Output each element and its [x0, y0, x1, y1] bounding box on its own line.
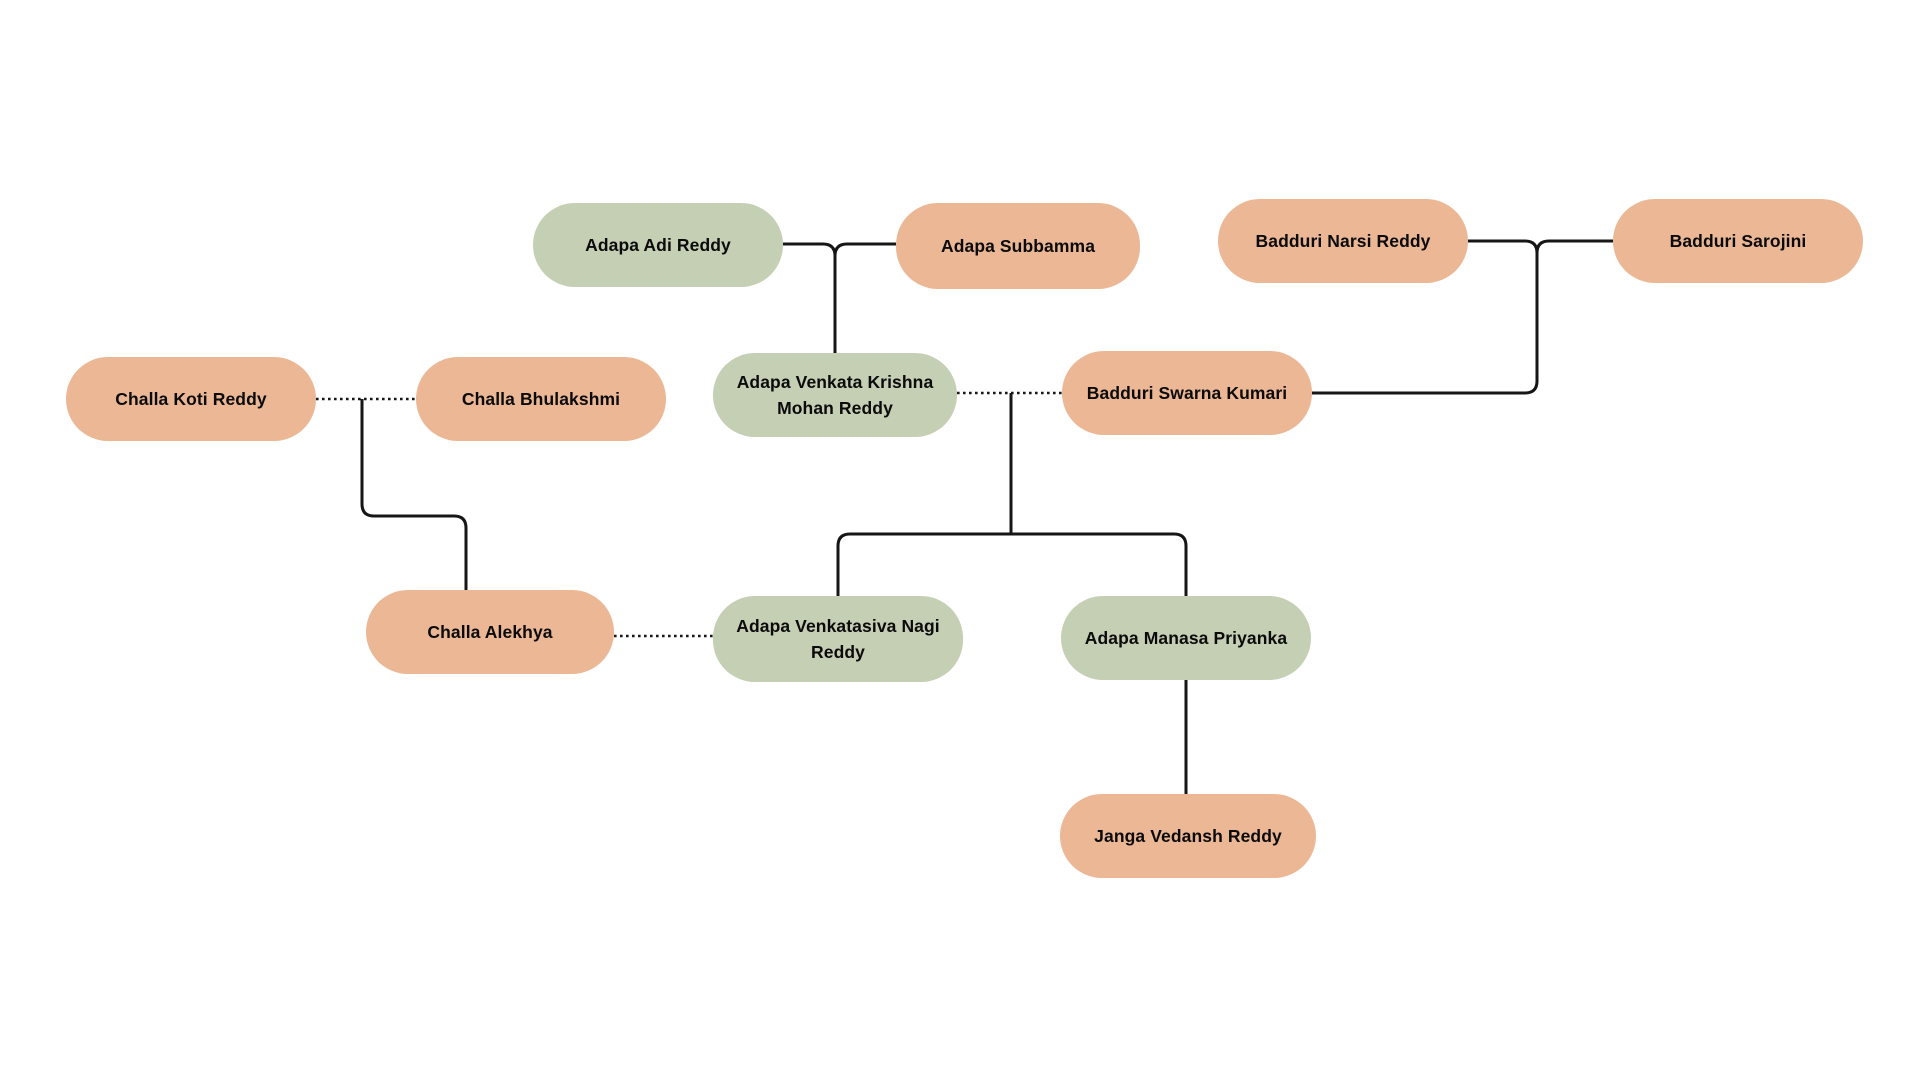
person-name: Badduri Swarna Kumari — [1086, 382, 1288, 403]
person-node-janga-vedansh-reddy[interactable]: Janga Vedansh Reddy — [1060, 794, 1316, 878]
edge-adi-subbamma-marriage-left — [783, 242, 837, 353]
person-node-badduri-swarna-kumari[interactable]: Badduri Swarna Kumari — [1062, 351, 1312, 435]
person-name: Badduri Sarojini — [1669, 230, 1807, 251]
person-node-challa-bhulakshmi[interactable]: Challa Bhulakshmi — [416, 357, 666, 441]
person-node-adapa-subbamma[interactable]: Adapa Subbamma — [896, 203, 1140, 289]
person-node-challa-alekhya[interactable]: Challa Alekhya — [366, 590, 614, 674]
person-name: Challa Bhulakshmi — [461, 388, 621, 409]
person-node-challa-koti-reddy[interactable]: Challa Koti Reddy — [66, 357, 316, 441]
edge-narsi-sarojini-marriage-left — [1312, 239, 1539, 395]
person-node-badduri-narsi-reddy[interactable]: Badduri Narsi Reddy — [1218, 199, 1468, 283]
person-name: Challa Alekhya — [427, 621, 553, 642]
edge-narsi-sarojini-marriage-right — [1535, 239, 1613, 254]
person-node-adapa-venkata-krishna-mohan-reddy[interactable]: Adapa Venkata Krishna Mohan Reddy — [713, 353, 957, 437]
person-node-adapa-adi-reddy[interactable]: Adapa Adi Reddy — [533, 203, 783, 287]
person-name: Adapa Adi Reddy — [585, 234, 731, 255]
person-node-adapa-manasa-priyanka[interactable]: Adapa Manasa Priyanka — [1061, 596, 1311, 680]
edge-koti-bhulakshmi-to-alekhya — [360, 399, 468, 590]
person-name: Janga Vedansh Reddy — [1094, 825, 1282, 846]
person-name: Adapa Subbamma — [940, 235, 1096, 256]
person-name: Adapa Manasa Priyanka — [1084, 627, 1288, 648]
person-name: Challa Koti Reddy — [115, 388, 267, 409]
person-name: Adapa Venkata Krishna Mohan Reddy — [736, 371, 934, 418]
edge-adi-subbamma-marriage-right — [833, 242, 896, 257]
person-name: Badduri Narsi Reddy — [1255, 230, 1431, 251]
edge-mohan-swarna-children-bar — [836, 532, 1188, 596]
person-name: Adapa Venkatasiva Nagi Reddy — [736, 615, 940, 662]
person-node-badduri-sarojini[interactable]: Badduri Sarojini — [1613, 199, 1863, 283]
person-node-adapa-venkatasiva-nagi-reddy[interactable]: Adapa Venkatasiva Nagi Reddy — [713, 596, 963, 682]
